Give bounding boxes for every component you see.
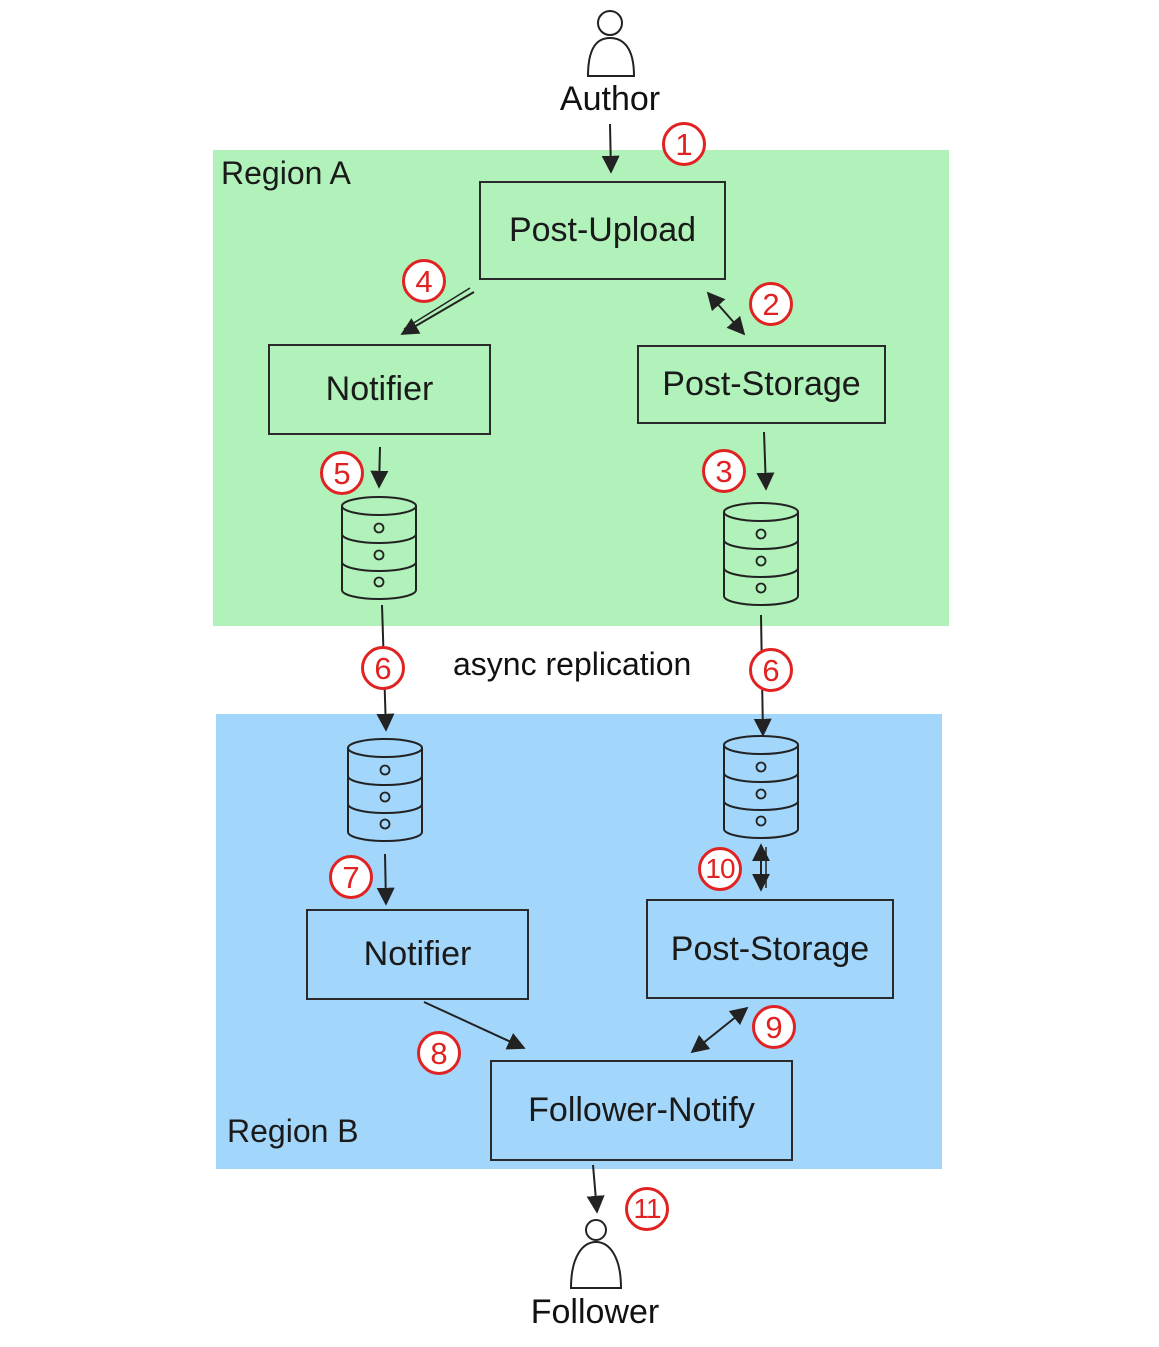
arrow-notifier-to-db-a: [370, 446, 389, 489]
follower-notify-box: Follower-Notify: [490, 1060, 793, 1161]
author-label: Author: [559, 80, 661, 118]
follower-label: Follower: [530, 1293, 660, 1331]
notifier-database-icon-region-a: [341, 496, 417, 600]
step-marker-2: 2: [749, 282, 793, 326]
notifier-database-icon-region-b: [347, 738, 423, 842]
step-marker-5: 5: [320, 451, 364, 495]
arrow-notifier-b-to-follower-notify: [423, 1001, 526, 1050]
post-storage-box-region-a: Post-Storage: [637, 345, 886, 424]
author-person-icon: [586, 10, 636, 77]
step-marker-8: 8: [417, 1031, 461, 1075]
step-marker-1: 1: [662, 122, 706, 166]
step-marker-6-storage: 6: [749, 648, 793, 692]
async-replication-label: async replication: [453, 646, 692, 682]
arrow-post-upload-to-notifier: [400, 291, 475, 335]
step-marker-10: 10: [698, 847, 742, 891]
region-b-label: Region B: [227, 1113, 359, 1149]
region-a-label: Region A: [221, 155, 351, 191]
arrow-post-upload-post-storage: [706, 291, 746, 336]
step-marker-4: 4: [402, 259, 446, 303]
region-b: [216, 714, 942, 1169]
post-storage-database-icon-region-b: [723, 735, 799, 839]
region-a: [213, 150, 949, 626]
arrow-post-storage-to-db-a: [756, 431, 775, 491]
follower-person-icon: [569, 1219, 623, 1289]
arrow-author-to-post-upload: [601, 123, 620, 174]
post-upload-box: Post-Upload: [479, 181, 726, 280]
step-marker-7: 7: [329, 855, 373, 899]
post-storage-box-region-b: Post-Storage: [646, 899, 894, 999]
post-storage-database-icon-region-a: [723, 502, 799, 606]
notifier-box-region-a: Notifier: [268, 344, 491, 435]
step-marker-3: 3: [702, 449, 746, 493]
arrow-post-storage-b-follower-notify: [690, 1006, 749, 1054]
step-marker-6-notifier: 6: [361, 646, 405, 690]
arrow-db-b-to-notifier-b: [376, 853, 395, 906]
step-marker-11: 11: [625, 1187, 669, 1231]
step-marker-9: 9: [752, 1005, 796, 1049]
arrow-follower-notify-to-follower: [586, 1164, 605, 1214]
notifier-box-region-b: Notifier: [306, 909, 529, 1000]
